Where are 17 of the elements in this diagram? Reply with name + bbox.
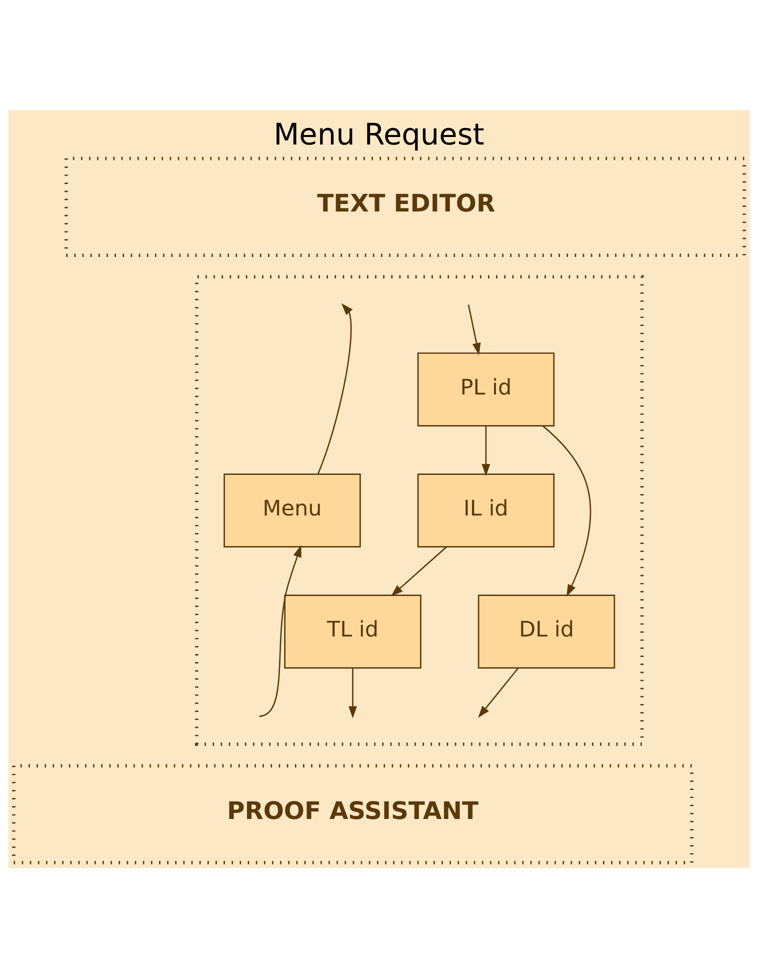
node-box: TL id <box>284 594 422 668</box>
arrow <box>478 667 518 718</box>
arrow <box>259 544 302 716</box>
node-box: PL id <box>417 352 555 426</box>
node-box: PROOF ASSISTANT <box>12 764 694 864</box>
arrow <box>348 668 358 718</box>
diagram-title: Menu Request <box>274 116 484 151</box>
node-box: IL id <box>417 473 555 548</box>
arrow <box>482 426 490 476</box>
node-box: DL id <box>478 594 616 668</box>
node-box: Menu <box>224 473 361 548</box>
arrow <box>542 424 592 596</box>
cluster <box>195 274 644 746</box>
arrow <box>317 302 353 474</box>
arrow <box>390 546 447 596</box>
arrow <box>468 304 481 355</box>
node-box: TEXT EDITOR <box>64 156 746 256</box>
